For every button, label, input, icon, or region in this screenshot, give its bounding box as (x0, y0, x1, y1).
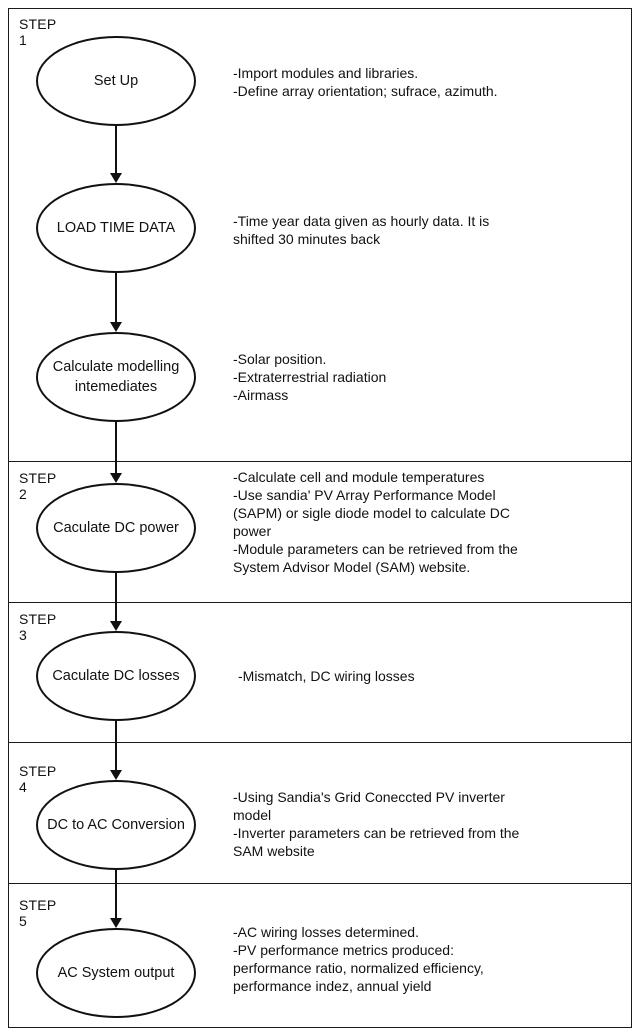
note-line: power (233, 523, 272, 539)
dc-losses-node: Caculate DC losses (36, 631, 196, 721)
note-line: -Define array orientation; sufrace, azim… (233, 83, 498, 99)
dc-power-notes: -Calculate cell and module temperatures … (233, 468, 518, 576)
step-4-label: STEP 4 (19, 763, 57, 795)
note-line: shifted 30 minutes back (233, 231, 381, 247)
note-line: performance ratio, normalized efficiency… (233, 960, 484, 976)
note-line: -Calculate cell and module temperatures (233, 469, 485, 485)
set-up-node: Set Up (36, 36, 196, 126)
dc-to-ac-node: DC to AC Conversion (36, 780, 196, 870)
note-line: -Inverter parameters can be retrieved fr… (233, 825, 520, 841)
calculate-intermediates-node: Calculate modelling intemediates (36, 332, 196, 422)
step-3-label: STEP 3 (19, 611, 57, 643)
calculate-intermediates-notes: -Solar position. -Extraterrestrial radia… (233, 350, 386, 404)
dc-to-ac-notes: -Using Sandia's Grid Coneccted PV invert… (233, 788, 519, 860)
note-line: -Solar position. (233, 351, 327, 367)
note-line: (SAPM) or sigle diode model to calculate… (233, 505, 511, 521)
dc-power-node: Caculate DC power (36, 483, 196, 573)
note-line: model (233, 807, 272, 823)
note-line: -Extraterrestrial radiation (233, 369, 387, 385)
note-line: -AC wiring losses determined. (233, 924, 419, 940)
note-line: -Time year data given as hourly data. It… (233, 213, 490, 229)
dc-losses-notes: -Mismatch, DC wiring losses (238, 667, 415, 685)
set-up-notes: -Import modules and libraries. -Define a… (233, 64, 498, 100)
note-line: -Import modules and libraries. (233, 65, 419, 81)
note-line: System Advisor Model (SAM) website. (233, 559, 471, 575)
step-1-label: STEP 1 (19, 16, 57, 48)
note-line: performance indez, annual yield (233, 978, 432, 994)
note-line: -Module parameters can be retrieved from… (233, 541, 518, 557)
note-line: SAM website (233, 843, 315, 859)
step-2-label: STEP 2 (19, 470, 57, 502)
note-line: -Mismatch, DC wiring losses (238, 668, 415, 684)
note-line: -Use sandia' PV Array Performance Model (233, 487, 496, 503)
ac-system-output-notes: -AC wiring losses determined. -PV perfor… (233, 923, 484, 995)
load-time-data-node: LOAD TIME DATA (36, 183, 196, 273)
step-5-label: STEP 5 (19, 897, 57, 929)
note-line: -Airmass (233, 387, 289, 403)
note-line: -PV performance metrics produced: (233, 942, 454, 958)
load-time-data-notes: -Time year data given as hourly data. It… (233, 212, 489, 248)
ac-system-output-node: AC System output (36, 928, 196, 1018)
note-line: -Using Sandia's Grid Coneccted PV invert… (233, 789, 505, 805)
